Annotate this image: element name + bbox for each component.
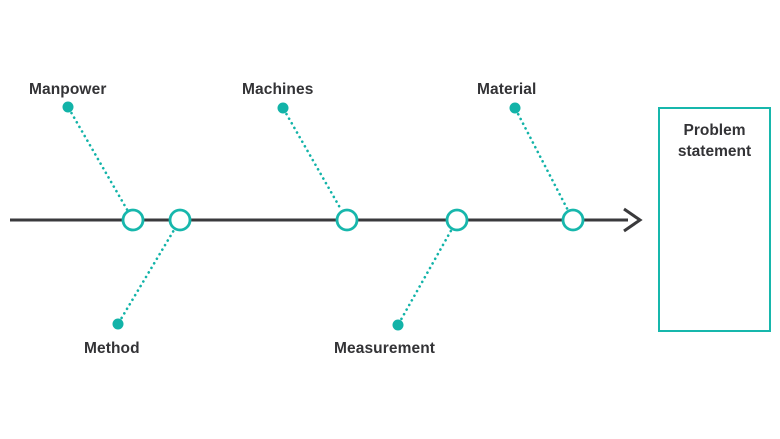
spine-node-manpower <box>121 208 145 232</box>
branch-line-measurement <box>400 228 453 321</box>
branch-line-material <box>516 112 570 212</box>
branch-dot-measurement <box>392 319 404 331</box>
spine-group <box>10 207 643 233</box>
category-label-material: Material <box>477 81 537 98</box>
branch-dot-method <box>112 318 124 330</box>
spine-node-material <box>561 208 585 232</box>
category-label-measurement: Measurement <box>334 340 436 357</box>
problem-statement-text: Problem statement <box>660 121 769 163</box>
spine-arrowhead-icon <box>623 207 643 233</box>
problem-statement-box: Problem statement <box>658 107 771 332</box>
spine-node-method <box>168 208 192 232</box>
category-label-manpower: Manpower <box>29 81 107 98</box>
branch-dot-machines <box>277 102 289 114</box>
branch-dot-manpower <box>62 101 74 113</box>
problem-statement-line-1: Problem <box>683 122 746 139</box>
branch-line-method <box>120 228 176 320</box>
branch-line-machines <box>285 112 343 212</box>
branch-connector-lines <box>70 111 570 321</box>
spine-node-machines <box>335 208 359 232</box>
branch-line-manpower <box>70 111 129 212</box>
problem-statement-line-2: statement <box>677 142 752 160</box>
category-label-method: Method <box>84 340 140 357</box>
branch-end-dots <box>62 101 521 331</box>
spine-node-circles <box>121 208 585 232</box>
branch-dot-material <box>509 102 521 114</box>
spine-node-measurement <box>445 208 469 232</box>
category-label-machines: Machines <box>242 81 314 98</box>
